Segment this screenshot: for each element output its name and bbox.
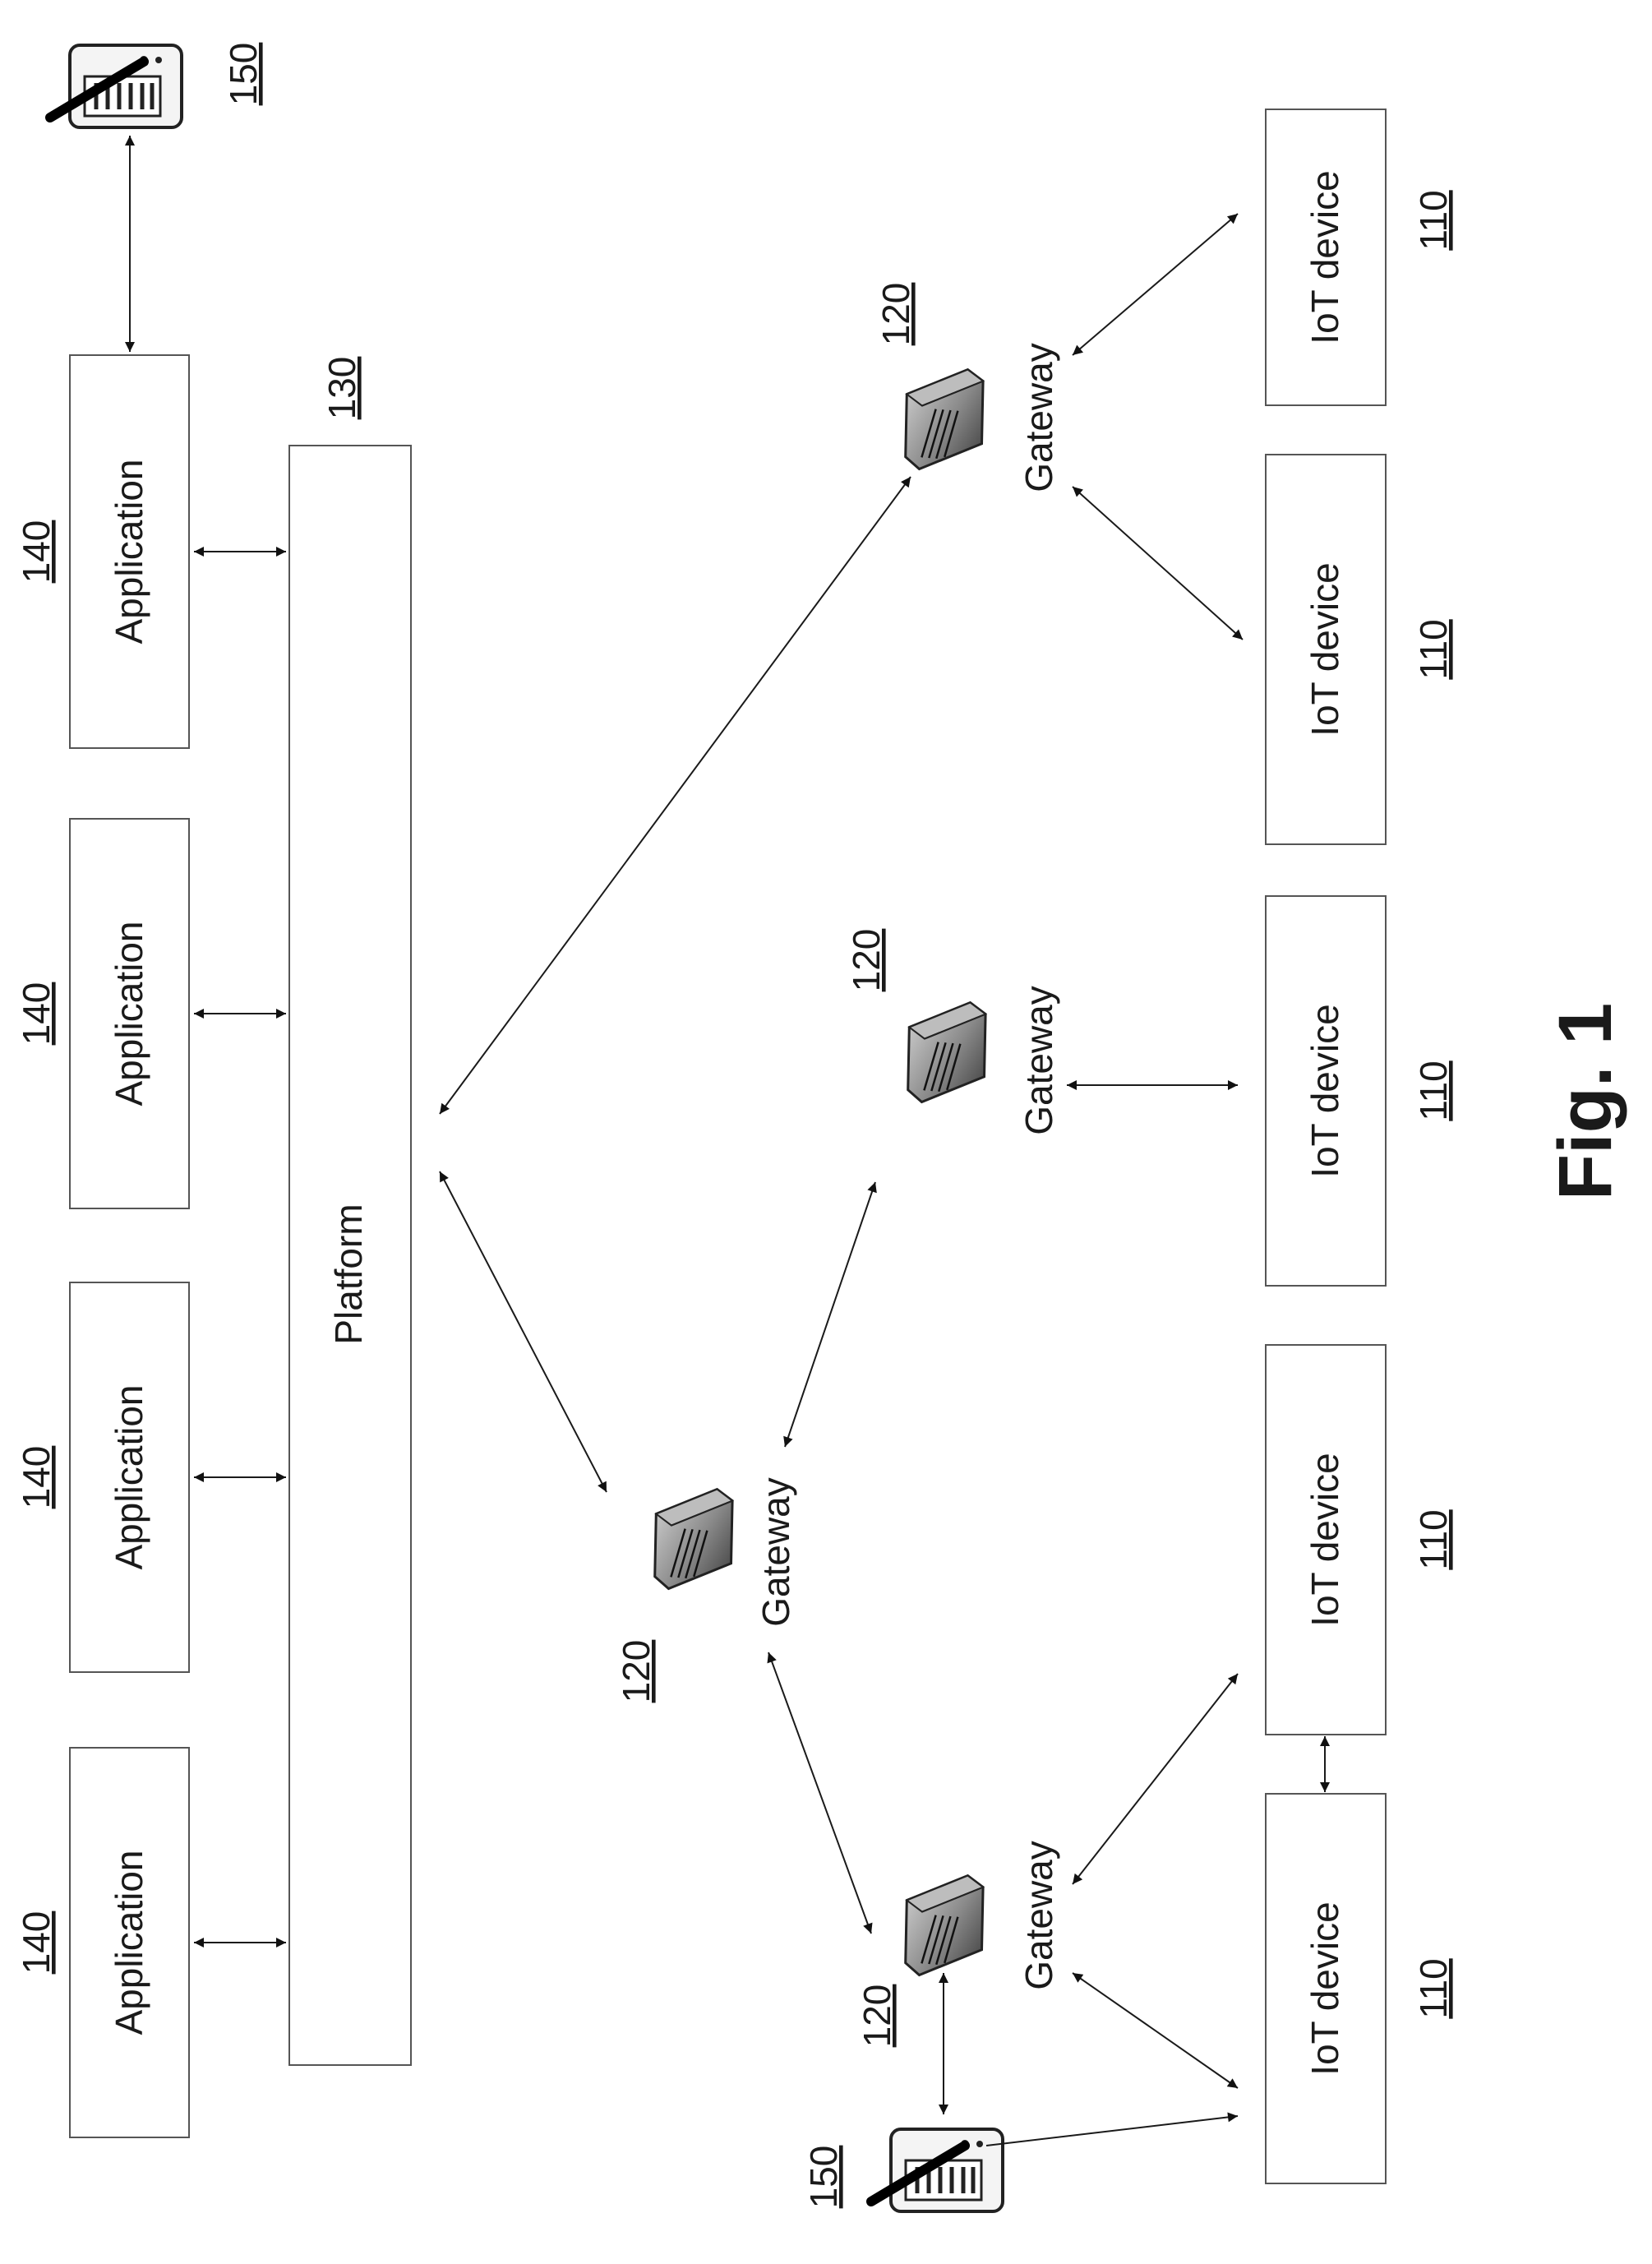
svg-text:Platform: Platform bbox=[327, 1204, 370, 1344]
application-box[interactable]: Application 140 bbox=[15, 1748, 189, 2137]
application-box[interactable]: Application 140 bbox=[15, 819, 189, 1208]
svg-text:110: 110 bbox=[1412, 619, 1455, 679]
connector bbox=[1073, 487, 1243, 640]
svg-text:140: 140 bbox=[15, 520, 58, 584]
connector bbox=[986, 2116, 1238, 2146]
application-box[interactable]: Application 140 bbox=[15, 355, 189, 748]
svg-text:IoT device: IoT device bbox=[1304, 170, 1346, 344]
svg-text:Application: Application bbox=[108, 1850, 150, 2035]
svg-text:150: 150 bbox=[222, 43, 265, 106]
platform-box[interactable]: Platform bbox=[289, 446, 411, 2065]
svg-text:Application: Application bbox=[108, 459, 150, 644]
gateway-icon bbox=[884, 1872, 1004, 1978]
connector bbox=[440, 1171, 607, 1492]
svg-text:IoT device: IoT device bbox=[1304, 1453, 1346, 1626]
svg-text:110: 110 bbox=[1412, 1958, 1455, 2018]
svg-text:Gateway: Gateway bbox=[1018, 1841, 1060, 1990]
gateway-node[interactable]: Gateway 120 bbox=[615, 1477, 797, 1703]
gateway-icon bbox=[886, 999, 1007, 1105]
svg-text:120: 120 bbox=[845, 929, 888, 992]
svg-text:150: 150 bbox=[802, 2146, 845, 2209]
gateway-icon bbox=[884, 366, 1004, 472]
svg-text:110: 110 bbox=[1412, 190, 1455, 250]
connector bbox=[1073, 214, 1238, 355]
connector bbox=[768, 1652, 871, 1934]
pda-stylus-icon bbox=[50, 45, 182, 127]
gateway-node[interactable]: Gateway 120 bbox=[874, 283, 1060, 492]
iot-device-box[interactable]: IoT device 110 bbox=[1266, 1345, 1455, 1735]
svg-text:Gateway: Gateway bbox=[1018, 986, 1060, 1135]
gateway-node[interactable]: Gateway 120 bbox=[856, 1841, 1060, 2047]
svg-text:IoT device: IoT device bbox=[1304, 562, 1346, 736]
svg-text:140: 140 bbox=[15, 1911, 58, 1975]
pda-stylus-icon bbox=[871, 2129, 1003, 2211]
svg-text:120: 120 bbox=[615, 1640, 658, 1703]
iot-device-box[interactable]: IoT device 110 bbox=[1266, 1794, 1455, 2183]
iot-device-box[interactable]: IoT device 110 bbox=[1266, 896, 1455, 1286]
gateway-icon bbox=[633, 1485, 754, 1592]
svg-text:120: 120 bbox=[874, 283, 917, 346]
figure-caption: Fig. 1 bbox=[1544, 1003, 1627, 1200]
svg-text:110: 110 bbox=[1412, 1509, 1455, 1569]
svg-text:Application: Application bbox=[108, 1384, 150, 1569]
svg-text:140: 140 bbox=[15, 982, 58, 1046]
mobile-device[interactable]: 150 bbox=[802, 2129, 1003, 2211]
svg-text:Application: Application bbox=[108, 921, 150, 1106]
gateway-node[interactable]: Gateway 120 bbox=[845, 929, 1060, 1135]
svg-text:IoT device: IoT device bbox=[1304, 1901, 1346, 2075]
svg-text:Gateway: Gateway bbox=[754, 1477, 797, 1627]
connector bbox=[1073, 1674, 1238, 1884]
svg-text:120: 120 bbox=[856, 1984, 898, 2048]
svg-text:IoT device: IoT device bbox=[1304, 1004, 1346, 1177]
svg-text:140: 140 bbox=[15, 1446, 58, 1509]
iot-device-box[interactable]: IoT device 110 bbox=[1266, 455, 1455, 844]
svg-text:110: 110 bbox=[1412, 1060, 1455, 1120]
svg-text:Gateway: Gateway bbox=[1018, 343, 1060, 492]
connector bbox=[785, 1182, 875, 1447]
connector bbox=[1073, 1973, 1238, 2088]
application-box[interactable]: Application 140 bbox=[15, 1282, 189, 1672]
iot-device-box[interactable]: IoT device 110 bbox=[1266, 109, 1455, 405]
platform-ref: 130 bbox=[321, 357, 363, 420]
connector bbox=[440, 477, 911, 1114]
mobile-device[interactable]: 150 bbox=[50, 43, 265, 127]
